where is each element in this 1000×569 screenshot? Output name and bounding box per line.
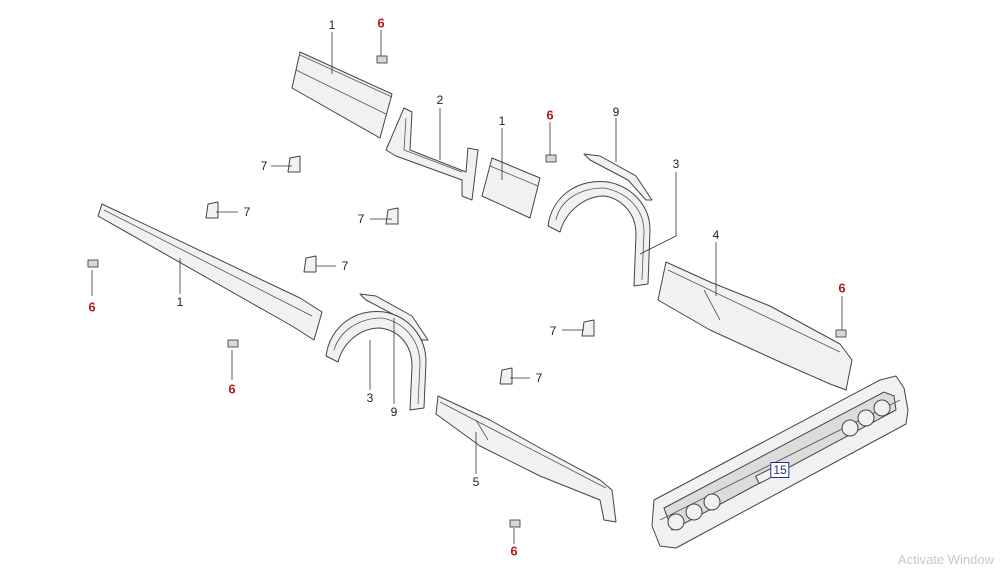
- callout-5: 5: [472, 475, 480, 489]
- bracket-part-7-f: [499, 367, 513, 385]
- arch-part-3-bottom: [325, 310, 427, 411]
- clip-part-6-right: [835, 329, 847, 338]
- callout-9-bottom: 9: [390, 405, 398, 419]
- callout-6-left: 6: [88, 299, 96, 315]
- callout-3-bottom: 3: [366, 391, 374, 405]
- activation-watermark: Activate Window: [897, 552, 994, 567]
- callout-4: 4: [712, 228, 720, 242]
- bracket-part-7-a: [287, 155, 301, 173]
- clip-part-6-low: [227, 339, 239, 348]
- trim-part-9-bottom: [359, 293, 429, 341]
- callout-7-a: 7: [260, 159, 268, 173]
- leader-lines: [91, 30, 843, 544]
- clip-part-6-top: [376, 55, 388, 64]
- trim-part-9-top: [583, 153, 653, 201]
- callout-9-top: 9: [612, 105, 620, 119]
- bracket-part-7-e: [581, 319, 595, 337]
- callout-1-top: 1: [328, 18, 336, 32]
- clip-part-6-bottom: [509, 519, 521, 528]
- panel-part-1-long: [97, 203, 323, 341]
- callout-7-b: 7: [243, 205, 251, 219]
- callout-6-right: 6: [838, 280, 846, 296]
- skirt-part-4: [657, 261, 853, 391]
- callout-7-d: 7: [341, 259, 349, 273]
- bracket-part-7-c: [385, 207, 399, 225]
- callout-2: 2: [436, 93, 444, 107]
- callout-3-top: 3: [672, 157, 680, 171]
- bracket-part-7-d: [303, 255, 317, 273]
- panel-part-1-top: [291, 51, 393, 139]
- callout-6-mid: 6: [546, 107, 554, 123]
- clip-part-6-left: [87, 259, 99, 268]
- skirt-part-5: [435, 395, 617, 523]
- sill-part-2: [385, 107, 479, 201]
- callout-7-e: 7: [549, 324, 557, 338]
- callout-6-low: 6: [228, 381, 236, 397]
- clip-part-6-mid: [545, 154, 557, 163]
- callout-6-bottom: 6: [510, 543, 518, 559]
- callout-1-long: 1: [176, 295, 184, 309]
- arch-part-3-top: [547, 180, 651, 287]
- panel-part-1-mid: [481, 157, 541, 219]
- callout-1-mid: 1: [498, 114, 506, 128]
- callout-7-c: 7: [357, 212, 365, 226]
- callout-15: 15: [770, 462, 790, 478]
- callout-7-f: 7: [535, 371, 543, 385]
- bracket-part-7-b: [205, 201, 219, 219]
- callout-6-top: 6: [377, 15, 385, 31]
